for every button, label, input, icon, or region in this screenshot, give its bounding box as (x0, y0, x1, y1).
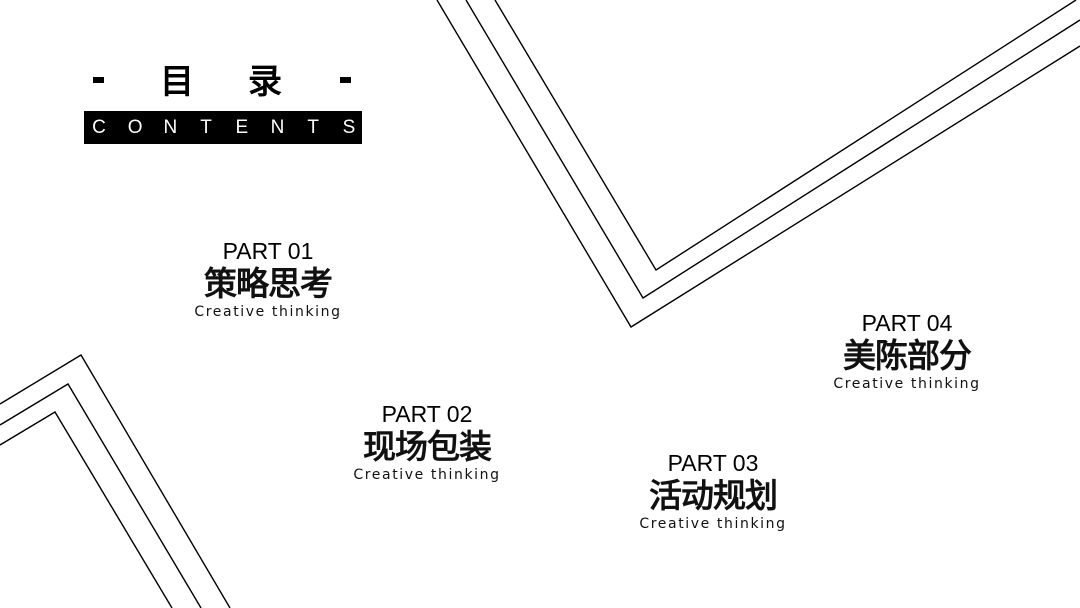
contents-letter: N (270, 116, 285, 138)
title-dash-left (93, 77, 104, 83)
part-03-entry[interactable]: PART 03 活动规划 Creative thinking (623, 450, 803, 532)
contents-subtitle-bar: C O N T E N T S (84, 111, 362, 144)
chevron-line-inner (0, 411, 173, 608)
chevron-line-inner (494, 0, 1077, 271)
contents-letter: O (127, 116, 143, 138)
chevron-line-middle (0, 383, 202, 608)
contents-letter: N (163, 116, 178, 138)
part-title: 美陈部分 (843, 336, 972, 375)
part-subtitle: Creative thinking (833, 376, 981, 392)
contents-letter: S (342, 116, 356, 138)
part-number: PART 03 (667, 450, 759, 476)
top-right-chevron-lines (436, 0, 1080, 328)
part-04-entry[interactable]: PART 04 美陈部分 Creative thinking (817, 310, 997, 392)
chevron-line-middle (465, 0, 1080, 299)
part-title: 现场包装 (363, 427, 492, 466)
chevron-line-outer (0, 354, 231, 608)
contents-letter: C (92, 116, 106, 138)
contents-letter: E (235, 116, 249, 138)
part-title: 活动规划 (649, 476, 778, 515)
contents-letter: T (200, 116, 212, 138)
title-char-1: 目 (160, 62, 194, 102)
part-subtitle: Creative thinking (353, 467, 501, 483)
part-subtitle: Creative thinking (639, 516, 787, 532)
part-number: PART 04 (861, 310, 953, 336)
contents-title: 目 录 (84, 60, 362, 104)
bottom-left-chevron-lines (0, 354, 231, 608)
part-02-entry[interactable]: PART 02 现场包装 Creative thinking (337, 401, 517, 483)
title-char-2: 录 (248, 62, 282, 102)
part-number: PART 01 (222, 238, 314, 264)
chevron-line-outer (436, 0, 1080, 328)
part-01-entry[interactable]: PART 01 策略思考 Creative thinking (178, 238, 358, 320)
part-title: 策略思考 (204, 264, 333, 303)
part-number: PART 02 (381, 401, 473, 427)
part-subtitle: Creative thinking (194, 304, 342, 320)
contents-letter: T (307, 116, 320, 138)
title-dash-right (340, 77, 351, 83)
